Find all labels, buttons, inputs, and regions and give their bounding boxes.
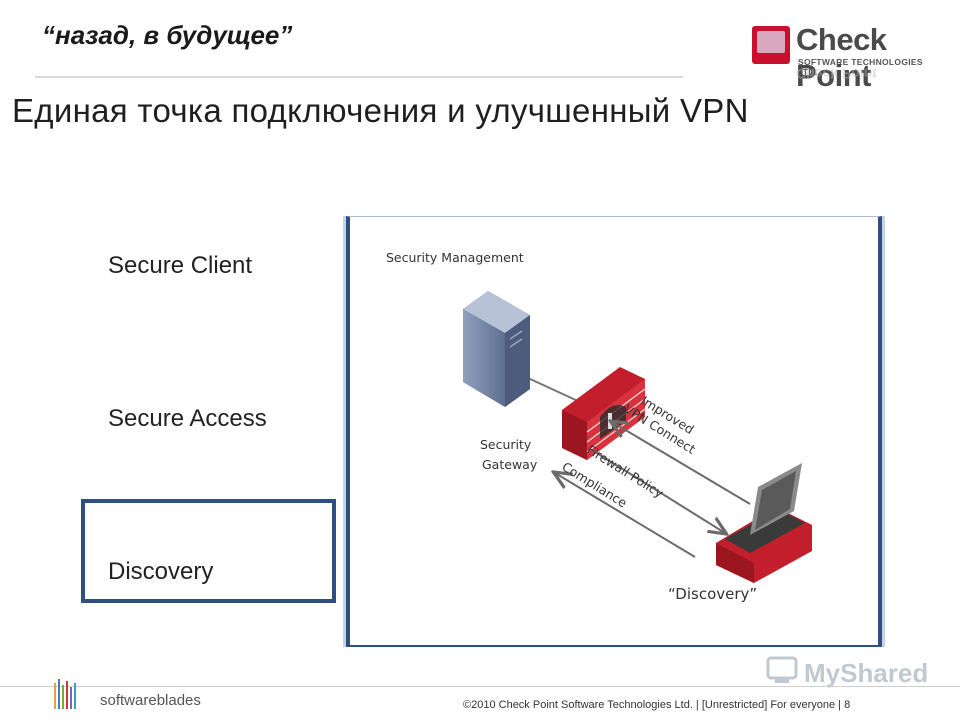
security-gateway-label-2: Gateway [482,457,538,472]
arrow-compliance [555,473,696,558]
client-discovery-label: “Discovery” [668,585,757,603]
diagram-panel: Security Management Security G [346,216,882,647]
slide-title: Единая точка подключения и улучшенный VP… [12,92,749,129]
nav-item-secure-client[interactable]: Secure Client [108,252,253,279]
security-gateway-label-1: Security [480,437,532,452]
softwareblades-wordmark: softwareblades [100,692,201,709]
logo-reflection: Check Point [796,66,877,82]
myshared-watermark: MyShared [766,656,929,690]
arrow-firewall-policy [591,449,725,533]
nav-item-secure-access[interactable]: Secure Access [108,405,267,432]
slide-subtitle: “назад, в будущее” [42,20,293,50]
header-divider [35,76,683,78]
footer-text: ©2010 Check Point Software Technologies … [463,699,851,711]
server-icon [463,291,530,407]
checkpoint-mark-icon [752,26,790,64]
nav-item-discovery-highlight[interactable] [81,499,336,603]
myshared-text: MyShared [804,658,929,688]
logo-name: Check Point [796,22,887,93]
security-management-label: Security Management [386,250,524,265]
network-diagram: Security Management Security G [386,250,812,603]
nav-item-discovery[interactable]: Discovery [108,558,214,585]
checkpoint-logo: Check Point SOFTWARE TECHNOLOGIES LTD. C… [752,22,942,93]
laptop-icon [716,463,812,583]
myshared-logo-icon [766,656,798,683]
arrow-vpn-connect [612,422,751,505]
logo-tagline: SOFTWARE TECHNOLOGIES LTD. [798,57,923,77]
footer-divider [0,686,960,687]
softwareblades-icon [54,679,76,709]
